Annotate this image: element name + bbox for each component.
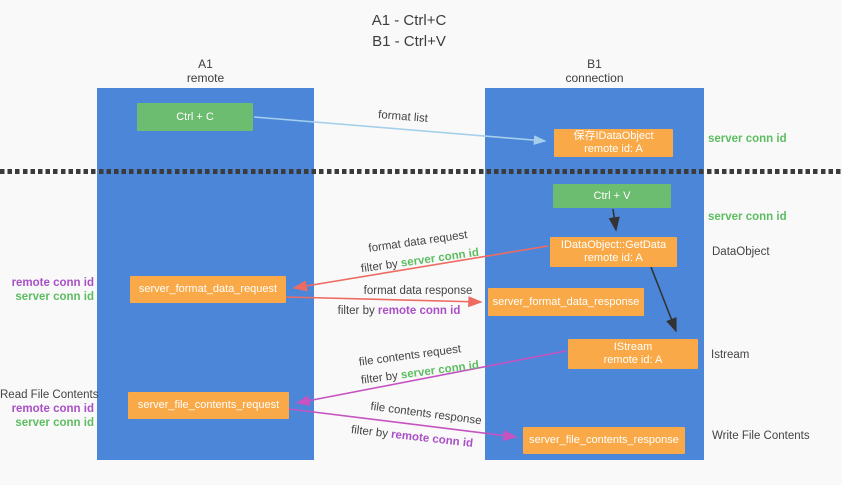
right-server-conn-id-label-2: server conn id [708,211,787,223]
server-format-data-request-label: server_format_data_request [138,283,278,295]
server-format-data-request-box: server_format_data_request [130,276,286,303]
lane-a1-subtitle: remote [186,71,225,85]
filter-by-text: filter by [350,424,392,441]
server-file-contents-response-label: server_file_contents_response [529,434,679,446]
lane-header-a1: A1 remote [97,57,314,85]
format-data-response-label: format data response [363,285,473,297]
save-idataobject-line2: remote id: A [584,143,643,155]
save-idataobject-box: 保存IDataObject remote id: A [554,129,673,157]
lane-a1-name: A1 [198,57,213,71]
left-remote-conn-id-label: remote conn id [11,277,94,289]
ctrl-v-box: Ctrl + V [553,184,671,208]
left-remote-conn-id-label-2: remote conn id [11,403,94,415]
left-server-conn-id-label: server conn id [15,291,94,303]
getdata-line1: IDataObject::GetData [560,239,667,251]
server-file-contents-request-label: server_file_contents_request [137,399,280,411]
istream-line1: IStream [613,341,653,353]
title-line-2: B1 - Ctrl+V [372,33,446,50]
filter-by-text: filter by [360,369,402,387]
filter-by-text: filter by [360,257,402,276]
format-data-response-arrow [285,296,483,308]
istream-side-label: Istream [711,349,750,361]
ctrl-c-box: Ctrl + C [137,103,253,131]
getdata-line2: remote id: A [584,252,643,264]
server-format-data-response-box: server_format_data_response [488,288,644,316]
save-idataobject-line1: 保存IDataObject [573,130,654,142]
server-format-data-response-label: server_format_data_response [492,295,640,308]
ctrl-v-label: Ctrl + V [593,189,631,202]
server-file-contents-request-box: server_file_contents_request [128,392,289,419]
remote-conn-id-text: remote conn id [390,428,474,450]
machine-boundary-dotted-line [0,169,842,174]
filter-by-text: filter by [337,305,378,317]
format-list-label: format list [377,109,429,125]
title-line-1: A1 - Ctrl+C [371,12,447,29]
istream-box: IStream remote id: A [568,339,698,369]
lane-b1-name: B1 [587,57,602,71]
idataobject-getdata-box: IDataObject::GetData remote id: A [550,237,677,267]
file-contents-response-label: file contents response [369,400,483,428]
left-server-conn-id-label-2: server conn id [15,417,94,429]
lane-header-b1: B1 connection [485,57,704,85]
format-data-response-filter-label: filter by remote conn id [338,305,461,317]
server-conn-id-text: server conn id [400,359,480,382]
lane-b1-subtitle: connection [565,71,624,85]
read-file-contents-label: Read File Contents [0,389,99,401]
server-conn-id-text: server conn id [400,246,480,270]
server-file-contents-response-box: server_file_contents_response [523,427,685,454]
diagram-title: A1 - Ctrl+C B1 - Ctrl+V [0,10,818,52]
write-file-contents-label: Write File Contents [712,430,810,442]
remote-conn-id-text: remote conn id [377,305,461,317]
dataobject-label: DataObject [712,246,770,258]
file-contents-response-filter-label: filter by remote conn id [350,424,473,450]
right-server-conn-id-label-1: server conn id [708,133,787,145]
ctrl-c-label: Ctrl + C [176,110,214,123]
istream-line2: remote id: A [603,354,663,366]
